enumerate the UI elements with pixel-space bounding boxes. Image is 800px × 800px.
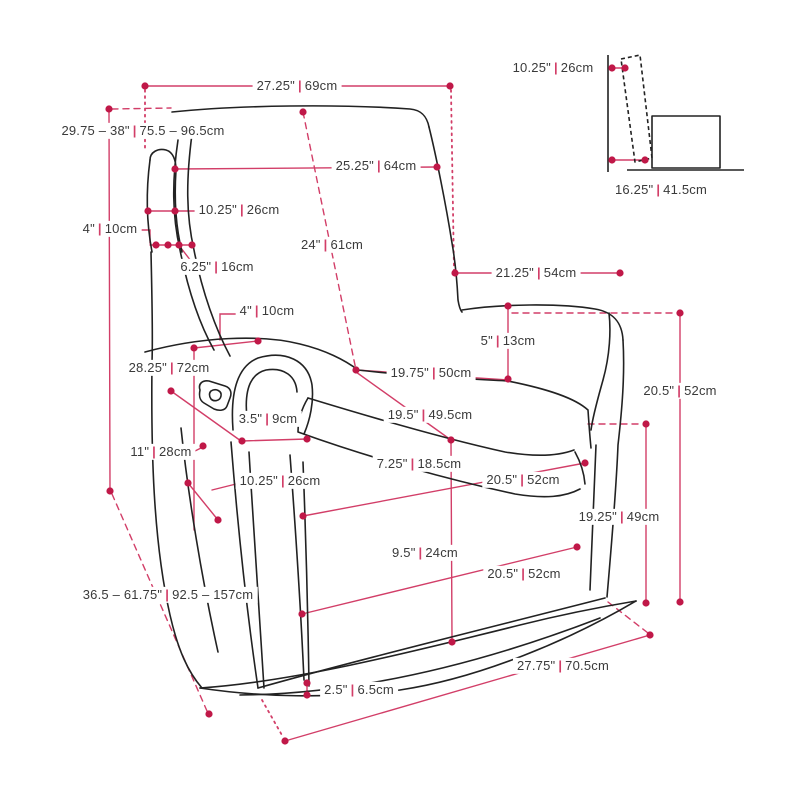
separator: | (495, 332, 500, 348)
separator: | (280, 472, 285, 488)
dim-front-panel: 10.25"|26cm (235, 472, 325, 490)
separator: | (619, 508, 624, 524)
dim-right-height: 20.5"|52cm (639, 382, 721, 400)
separator: | (97, 220, 102, 236)
dim-base-clearance: 2.5"|6.5cm (320, 681, 398, 699)
dimension-dots (105, 64, 684, 745)
separator: | (265, 410, 270, 426)
dim-back-width: 25.25"|64cm (331, 157, 421, 175)
dim-seat-width-front: 20.5"|52cm (482, 471, 564, 489)
separator: | (350, 681, 355, 697)
dim-recline-length: 36.5 – 61.75"|92.5 – 157cm (78, 586, 258, 604)
dim-seat-width-back: 19.75"|50cm (386, 364, 476, 382)
dim-base-height: 9.5"|24cm (388, 544, 462, 562)
dim-base-width: 20.5"|52cm (483, 565, 565, 583)
dim-top-width: 27.25"|69cm (252, 77, 342, 95)
chair-outline (144, 105, 637, 697)
dim-seatback-width: 21.25"|54cm (491, 264, 581, 282)
dim-inset-back: 10.25"|26cm (508, 59, 598, 77)
separator: | (553, 59, 558, 75)
separator: | (132, 122, 137, 138)
dim-arm-top-width: 4"|10cm (235, 302, 299, 320)
separator: | (520, 471, 525, 487)
separator: | (214, 258, 219, 274)
dim-back-thickness: 10.25"|26cm (194, 201, 284, 219)
separator: | (521, 565, 526, 581)
separator: | (558, 657, 563, 673)
dim-back-cushion: 5"|13cm (476, 332, 540, 350)
dim-cushion-thickness: 7.25"|18.5cm (372, 455, 466, 473)
dim-seat-depth: 19.5"|49.5cm (383, 406, 477, 424)
separator: | (165, 586, 170, 602)
separator: | (239, 201, 244, 217)
separator: | (376, 157, 381, 173)
separator: | (418, 544, 423, 560)
dim-arm-front-width: 3.5"|9cm (234, 410, 302, 428)
dim-headrest-gap: 4"|10cm (78, 220, 142, 238)
dim-side-panel: 11"|28cm (126, 443, 196, 461)
separator: | (421, 406, 426, 422)
separator: | (656, 181, 661, 197)
dim-inset-seat: 16.25"|41.5cm (610, 181, 712, 199)
dim-floor-width: 27.75"|70.5cm (512, 657, 614, 675)
separator: | (677, 382, 682, 398)
dim-arm-floor-height: 28.25"|72cm (124, 359, 214, 377)
inset-side-view (607, 54, 744, 172)
dim-height-range: 29.75 – 38"|75.5 – 96.5cm (57, 122, 229, 140)
dim-back-height: 24"|61cm (296, 236, 368, 254)
separator: | (297, 77, 302, 93)
separator: | (410, 455, 415, 471)
dim-lumbar: 6.25"|16cm (176, 258, 258, 276)
separator: | (431, 364, 436, 380)
separator: | (152, 443, 156, 459)
separator: | (254, 302, 259, 318)
separator: | (323, 236, 328, 252)
dim-arm-outer-height: 19.25"|49cm (574, 508, 664, 526)
separator: | (536, 264, 541, 280)
separator: | (169, 359, 174, 375)
